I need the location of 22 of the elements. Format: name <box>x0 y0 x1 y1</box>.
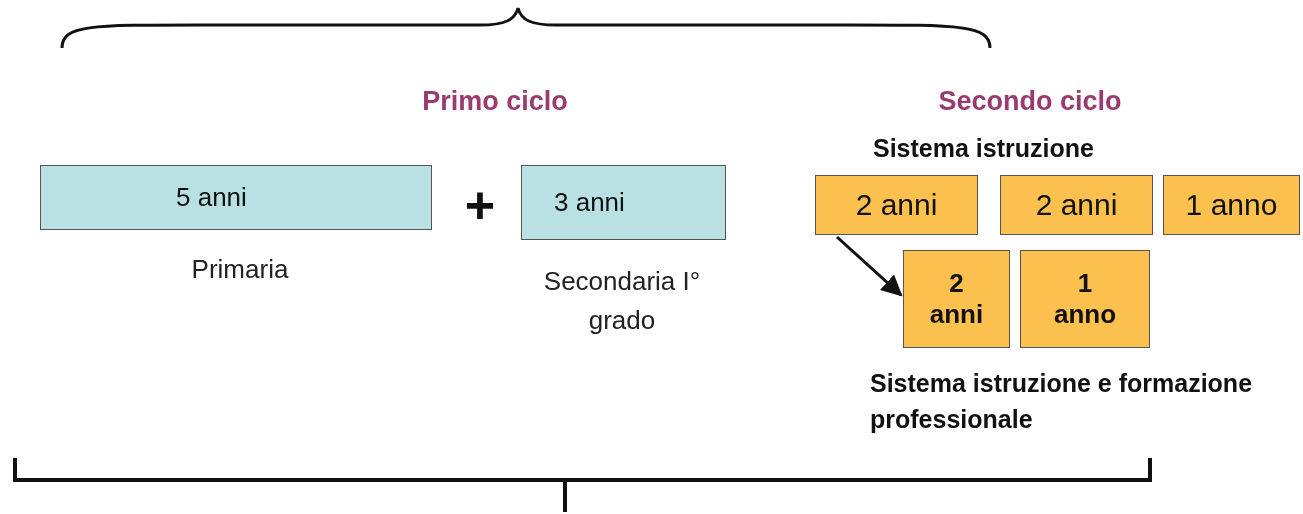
duration-text: 2 anni <box>928 267 985 331</box>
duration-box <box>903 250 1010 348</box>
caption-text: Secondaria I° grado <box>542 265 702 337</box>
duration-text: 1 anno <box>1052 267 1118 331</box>
duration-box <box>40 165 432 230</box>
group-heading: Sistema istruzione <box>873 133 1095 164</box>
duration-box <box>1163 175 1300 235</box>
duration-box <box>1020 250 1150 348</box>
section-heading: Secondo ciclo <box>937 85 1123 118</box>
plus-sign: + <box>463 175 497 236</box>
duration-box <box>1000 175 1153 235</box>
duration-text: 2 anni <box>855 187 938 223</box>
caption-text: Primaria <box>190 253 290 286</box>
duration-text: 5 anni <box>176 181 247 214</box>
duration-text: 2 anni <box>1035 187 1118 223</box>
duration-text: 1 anno <box>1185 187 1278 223</box>
duration-box <box>521 165 726 240</box>
group-heading: Sistema istruzione e formazione professionale <box>870 368 1254 436</box>
arrow <box>836 235 903 297</box>
section-heading: Primo ciclo <box>421 85 569 118</box>
duration-box <box>815 175 978 235</box>
duration-text: 3 anni <box>554 186 625 219</box>
